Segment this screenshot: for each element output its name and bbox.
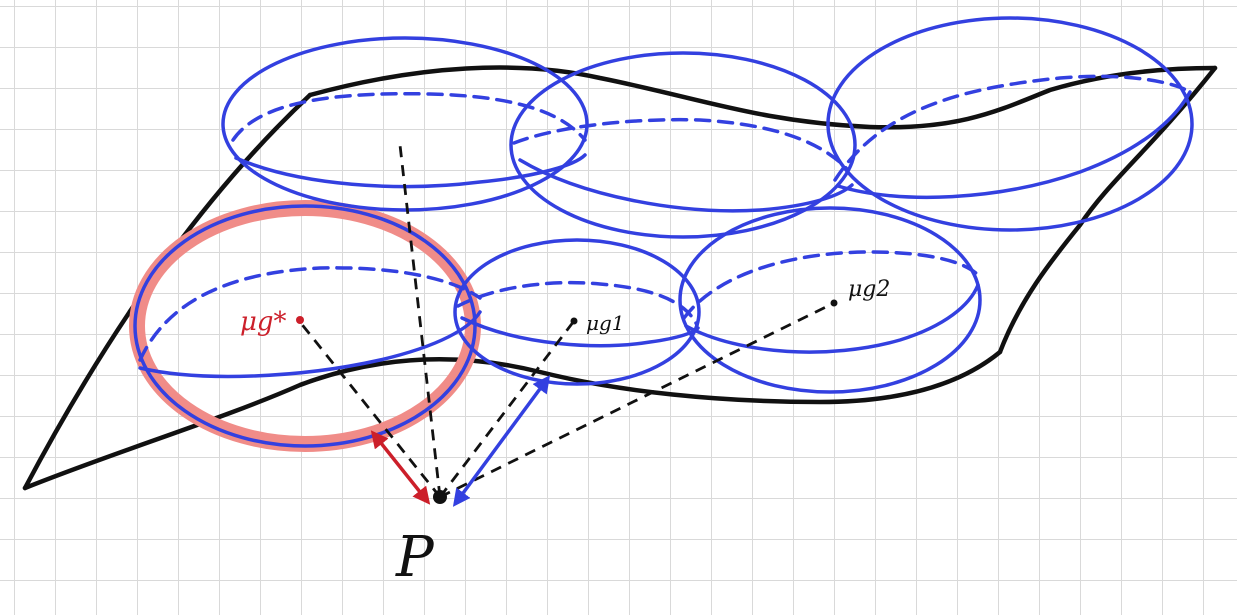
center-1-label: μg1: [586, 311, 625, 335]
point-p-dot: [433, 490, 447, 504]
projection-line-top: [398, 144, 442, 498]
ellipse-right: [678, 206, 982, 394]
center-star-dot: [296, 316, 304, 324]
surface-right-edge: [997, 65, 1218, 355]
center-2-label: μg2: [848, 277, 890, 302]
ellipse-top-right: [826, 16, 1194, 232]
selected-distance-arrow: [370, 430, 431, 505]
ellipse-top-middle: [509, 51, 857, 239]
ellipse-center: [453, 238, 701, 386]
surface-top-edge: [307, 65, 1218, 130]
candidate-distance-arrow: [452, 375, 551, 507]
center-star-label: μg*: [240, 307, 287, 337]
projection-lines: [298, 144, 835, 499]
ellipse-top-left: [221, 36, 589, 212]
point-p-label: P: [395, 525, 435, 590]
projection-line-1: [438, 320, 576, 498]
selected-ellipse-highlight: [129, 200, 481, 452]
center-2-dot: [830, 299, 838, 307]
surface-left-edge: [22, 92, 313, 491]
center-1-dot: [570, 317, 578, 325]
projection-line-2: [439, 301, 835, 499]
